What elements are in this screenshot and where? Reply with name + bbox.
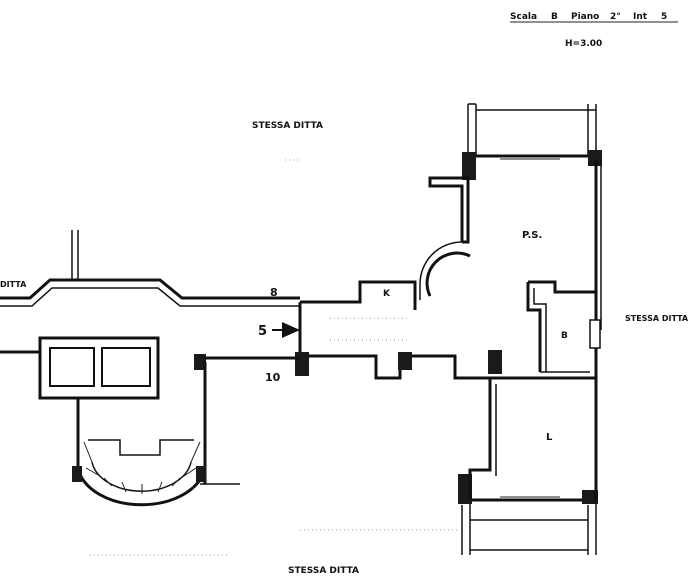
header-int-label: Int xyxy=(633,12,648,22)
plan-header: Scala B Piano 2° Int 5 H=3.00 xyxy=(510,12,678,49)
room-bath-label: B xyxy=(561,331,568,341)
lower-balcony xyxy=(458,474,598,555)
staircase xyxy=(72,439,207,507)
corridor xyxy=(0,230,300,485)
header-piano-label: Piano xyxy=(571,12,599,22)
header-int-value: 5 xyxy=(661,12,667,22)
room-letto-label: L xyxy=(546,432,553,443)
unit-number-upper: 8 xyxy=(270,286,278,299)
header-height: H=3.00 xyxy=(565,39,602,49)
neighbor-right-label: STESSA DITTA xyxy=(625,314,689,323)
entrance-arrow-icon xyxy=(272,322,300,338)
faint-mark xyxy=(90,529,460,556)
unit-number-entrance: 5 xyxy=(258,324,267,339)
faint-mark xyxy=(330,317,410,341)
upper-balcony xyxy=(462,103,602,180)
neighbor-top-label: STESSA DITTA xyxy=(252,121,323,131)
room-kitchen-label: K xyxy=(383,289,391,299)
apartment-walls xyxy=(295,160,602,500)
unit-number-lower: 10 xyxy=(265,371,281,384)
header-scala-value: B xyxy=(551,12,558,22)
header-scala-label: Scala xyxy=(510,12,537,22)
header-piano-value: 2° xyxy=(610,12,621,22)
room-ps-label: P.S. xyxy=(522,230,542,241)
neighbor-left-label: DITTA xyxy=(0,280,27,289)
neighbor-bottom-label: STESSA DITTA xyxy=(288,566,359,576)
